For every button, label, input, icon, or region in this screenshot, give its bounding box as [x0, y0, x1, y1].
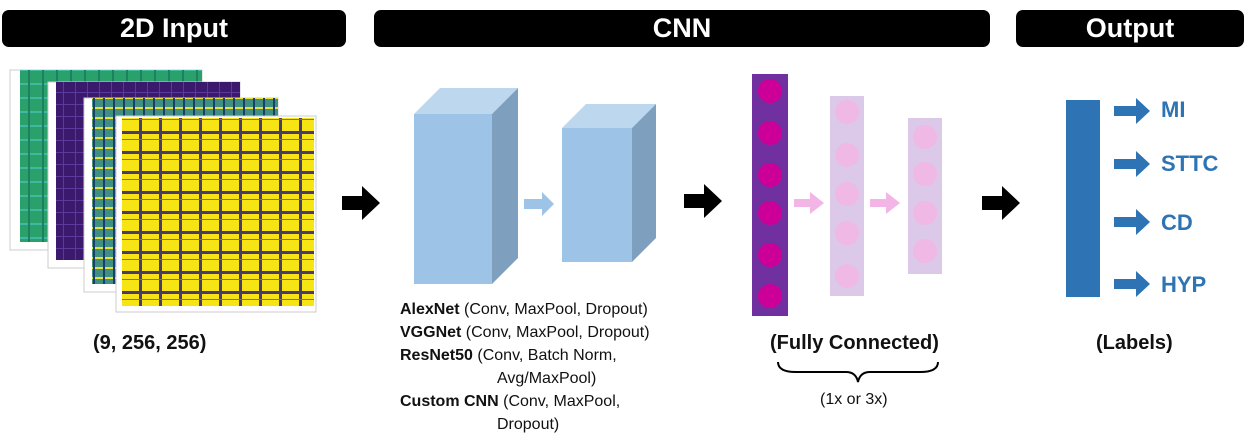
model-item: ResNet50 (Conv, Batch Norm, [400, 344, 650, 367]
input-heatmap-stack [9, 69, 317, 313]
small-right-arrow-icon [524, 192, 554, 216]
fully-connected-diagram [752, 74, 942, 316]
output-bar [1066, 100, 1100, 297]
model-name: ResNet50 [400, 347, 473, 364]
right-arrow-icon [1114, 209, 1150, 235]
banner-cnn-label: CNN [652, 13, 712, 43]
heatmap-layer-4 [115, 115, 317, 313]
model-detail: (Conv, MaxPool, Dropout) [459, 301, 648, 318]
repeat-label: (1x or 3x) [820, 391, 888, 408]
banner-output: Output [1016, 10, 1244, 47]
banner-cnn: CNN [374, 10, 990, 47]
model-name: AlexNet [400, 301, 460, 318]
right-arrow-icon [982, 186, 1020, 220]
model-detail: (Conv, MaxPool, [498, 393, 621, 410]
output-label-sttc: STTC [1161, 151, 1219, 176]
output-label-mi: MI [1161, 97, 1186, 122]
banner-2d-input-label: 2D Input [120, 13, 228, 43]
small-right-arrow-icon [870, 192, 900, 214]
model-item: VGGNet (Conv, MaxPool, Dropout) [400, 321, 650, 344]
right-arrow-icon [1114, 271, 1150, 297]
right-arrow-icon [684, 184, 722, 218]
output-label-cd: CD [1161, 210, 1193, 235]
model-detail-continued: Dropout) [497, 416, 560, 433]
small-right-arrow-icon [794, 192, 824, 214]
fully-connected-label: (Fully Connected) [770, 332, 939, 354]
banner-output-label: Output [1085, 13, 1175, 43]
fc-layer-2 [830, 96, 864, 296]
banner-2d-input: 2D Input [2, 10, 346, 47]
output-caption: (Labels) [1096, 332, 1173, 354]
conv-block-large [414, 88, 518, 284]
model-name: VGGNet [400, 324, 462, 341]
model-detail: (Conv, MaxPool, Dropout) [461, 324, 650, 341]
output-label-hyp: HYP [1161, 272, 1207, 297]
brace-icon [777, 361, 939, 383]
model-list: AlexNet (Conv, MaxPool, Dropout) VGGNet … [400, 298, 650, 436]
right-arrow-icon [1114, 151, 1150, 177]
fc-layer-1 [752, 74, 788, 316]
right-arrow-icon [342, 186, 380, 220]
input-shape-label: (9, 256, 256) [93, 332, 207, 354]
model-name: Custom CNN [400, 393, 499, 410]
model-item: AlexNet (Conv, MaxPool, Dropout) [400, 298, 650, 321]
conv-block-small [562, 104, 656, 262]
right-arrow-icon [1114, 98, 1150, 124]
model-detail-continued: Avg/MaxPool) [497, 370, 597, 387]
fc-layer-3 [908, 118, 942, 274]
model-item: Custom CNN (Conv, MaxPool, [400, 390, 650, 413]
model-detail: (Conv, Batch Norm, [472, 347, 617, 364]
